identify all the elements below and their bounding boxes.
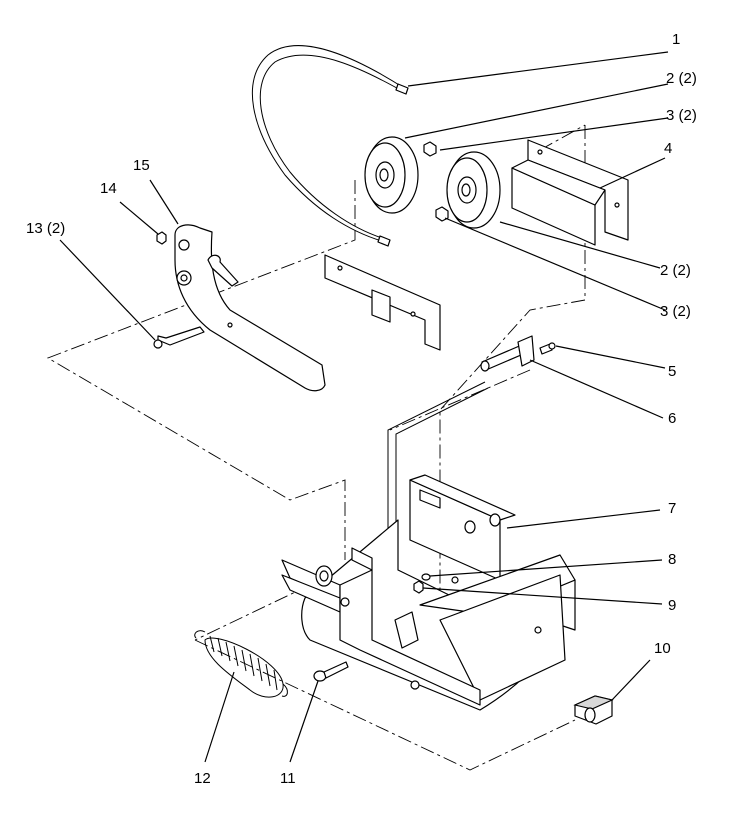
washer-part-8	[421, 573, 431, 581]
callout-13: 13 (2)	[26, 220, 65, 237]
pulley-part-2-upper	[364, 136, 419, 214]
vertical-bracket	[281, 547, 481, 706]
callout-2a: 2 (2)	[666, 70, 697, 87]
belt-part-1	[251, 45, 409, 247]
callout-1: 1	[672, 31, 680, 48]
callout-3b: 3 (2)	[660, 303, 691, 320]
callout-12: 12	[194, 770, 211, 787]
callout-5: 5	[668, 363, 676, 380]
nut-part-14	[156, 231, 167, 245]
latch-part-10	[573, 695, 614, 725]
callout-4: 4	[664, 140, 672, 157]
callout-14: 14	[100, 180, 117, 197]
lever-arm-part-15	[174, 224, 326, 392]
mount-plate	[324, 254, 441, 351]
pulley-part-2-lower	[446, 151, 501, 229]
spring-part-12	[194, 630, 288, 698]
callout-labels: 1 2 (2) 3 (2) 4 2 (2) 3 (2) 5 6 7 8 9 10…	[26, 31, 697, 787]
bracket-part-4	[511, 139, 629, 246]
callout-6: 6	[668, 410, 676, 427]
callout-15: 15	[133, 157, 150, 174]
callout-8: 8	[668, 551, 676, 568]
callout-7: 7	[668, 500, 676, 517]
callout-10: 10	[654, 640, 671, 657]
nut-part-9	[413, 580, 424, 594]
nut-part-3	[423, 141, 449, 222]
screw-part-5	[539, 342, 556, 355]
callout-2b: 2 (2)	[660, 262, 691, 279]
callout-9: 9	[668, 597, 676, 614]
callout-3a: 3 (2)	[666, 107, 697, 124]
leader-lines	[59, 51, 669, 763]
bolt-part-13	[153, 326, 205, 349]
callout-11: 11	[280, 770, 296, 787]
screw-part-11	[313, 661, 349, 682]
